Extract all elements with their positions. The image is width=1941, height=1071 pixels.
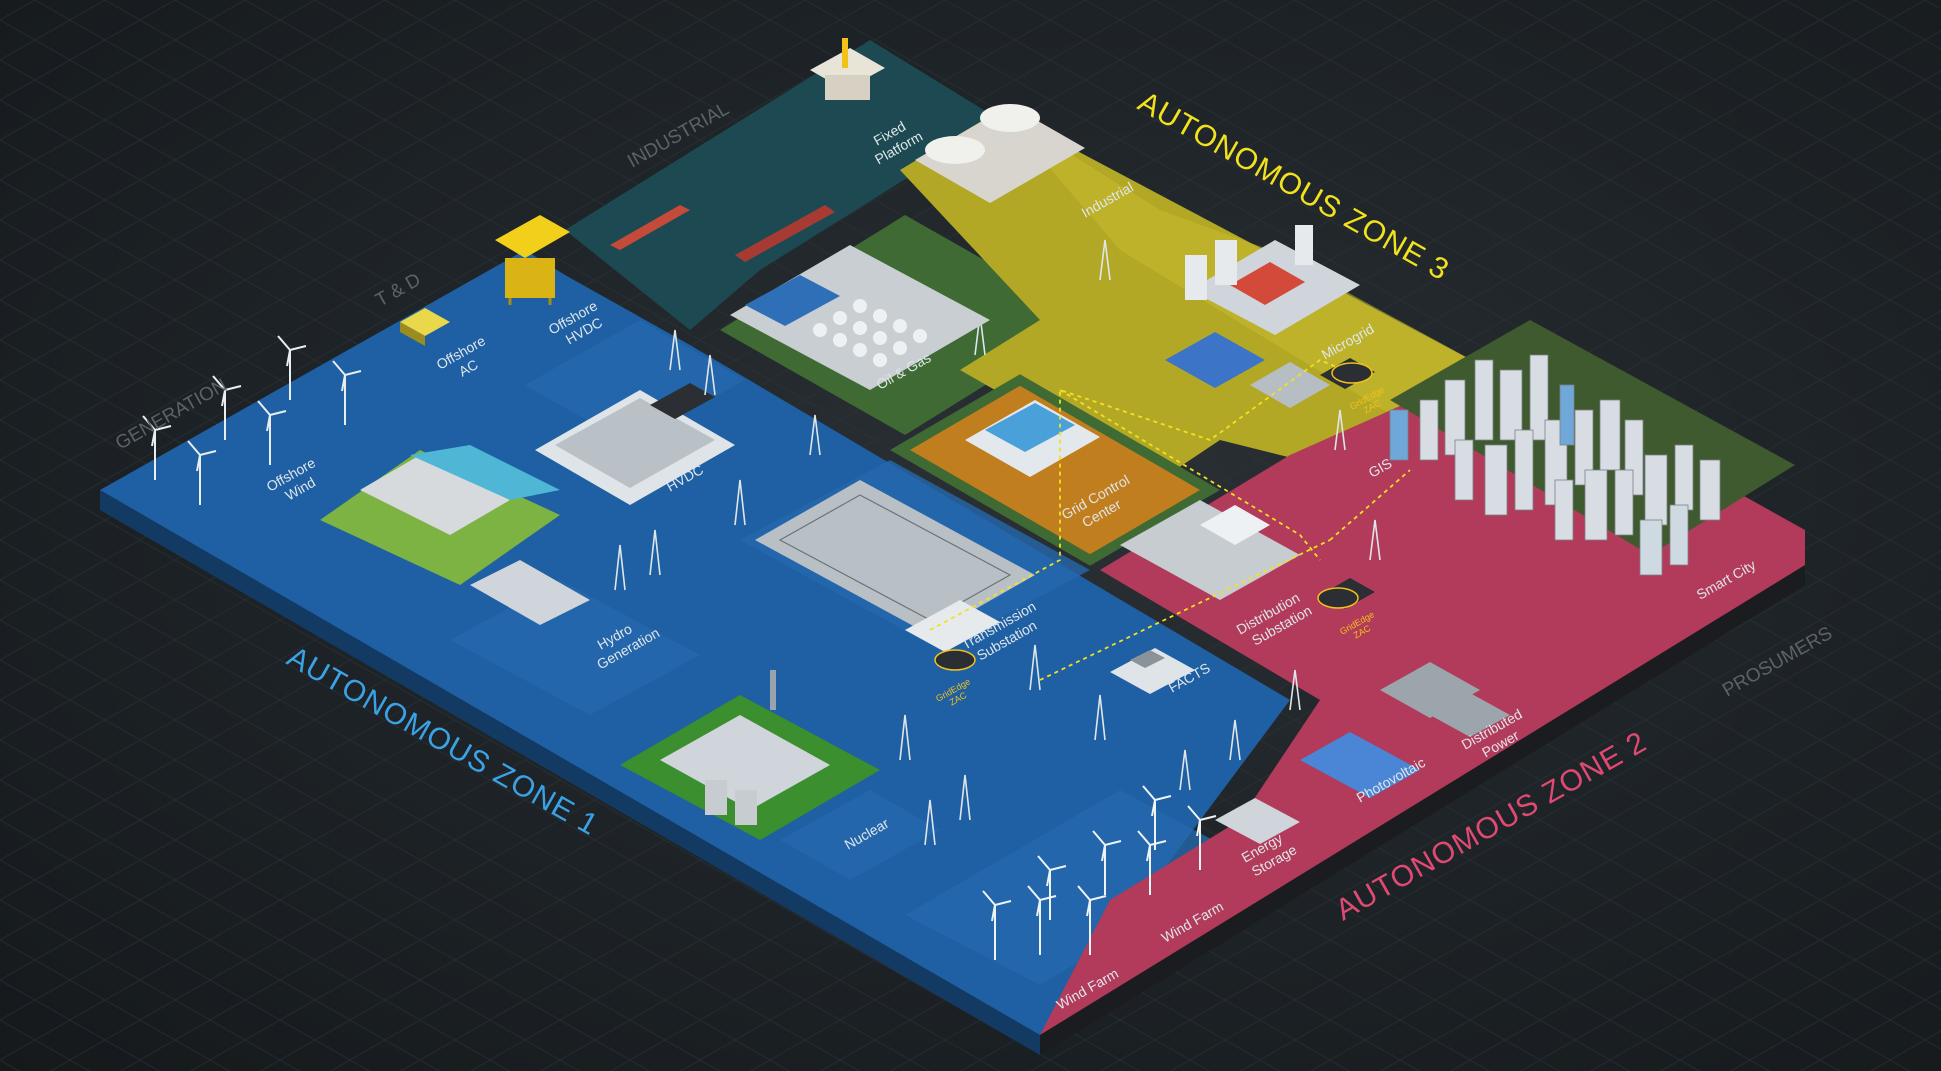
photovoltaic-array xyxy=(1300,732,1420,798)
grid-control-building xyxy=(965,400,1100,477)
hydro-dam xyxy=(320,445,590,625)
facts-station xyxy=(1110,648,1195,694)
communication-links xyxy=(929,358,1411,681)
tanker-ships xyxy=(610,205,835,262)
zone2-slab-side xyxy=(1040,565,1805,1055)
zone1-area xyxy=(100,250,1290,1035)
smart-city-skyscrapers xyxy=(1389,354,1721,576)
transmission-towers xyxy=(614,239,1381,846)
grid-control-area xyxy=(900,380,1210,560)
nuclear-plant xyxy=(620,670,880,840)
industrial-sea-area xyxy=(565,40,1000,330)
grid-control-border xyxy=(890,374,1220,566)
wind-farm-turbines xyxy=(982,785,1217,960)
zone1-lane-nuclear xyxy=(780,790,940,880)
fixed-platform-rig xyxy=(810,38,885,100)
energy-storage-units xyxy=(1215,798,1300,844)
microgrid-towers xyxy=(1185,225,1313,300)
microgrid-village xyxy=(1165,240,1375,408)
offshore-hvdc-platform xyxy=(495,215,570,305)
zone1-lane-wind xyxy=(905,790,1250,985)
hvdc-station xyxy=(535,383,735,505)
distributed-power-units xyxy=(1380,662,1510,737)
zone1-lane-hydro xyxy=(450,580,700,715)
offshore-ac-platform xyxy=(400,308,450,346)
zone1-slab-side xyxy=(100,490,1040,1055)
transmission-substation xyxy=(755,480,1035,652)
offshore-wind-turbines xyxy=(142,335,362,505)
oil-gas-refinery xyxy=(730,245,990,390)
zone1-lane-hvdc xyxy=(525,320,745,445)
industrial-buildings xyxy=(915,104,1085,203)
